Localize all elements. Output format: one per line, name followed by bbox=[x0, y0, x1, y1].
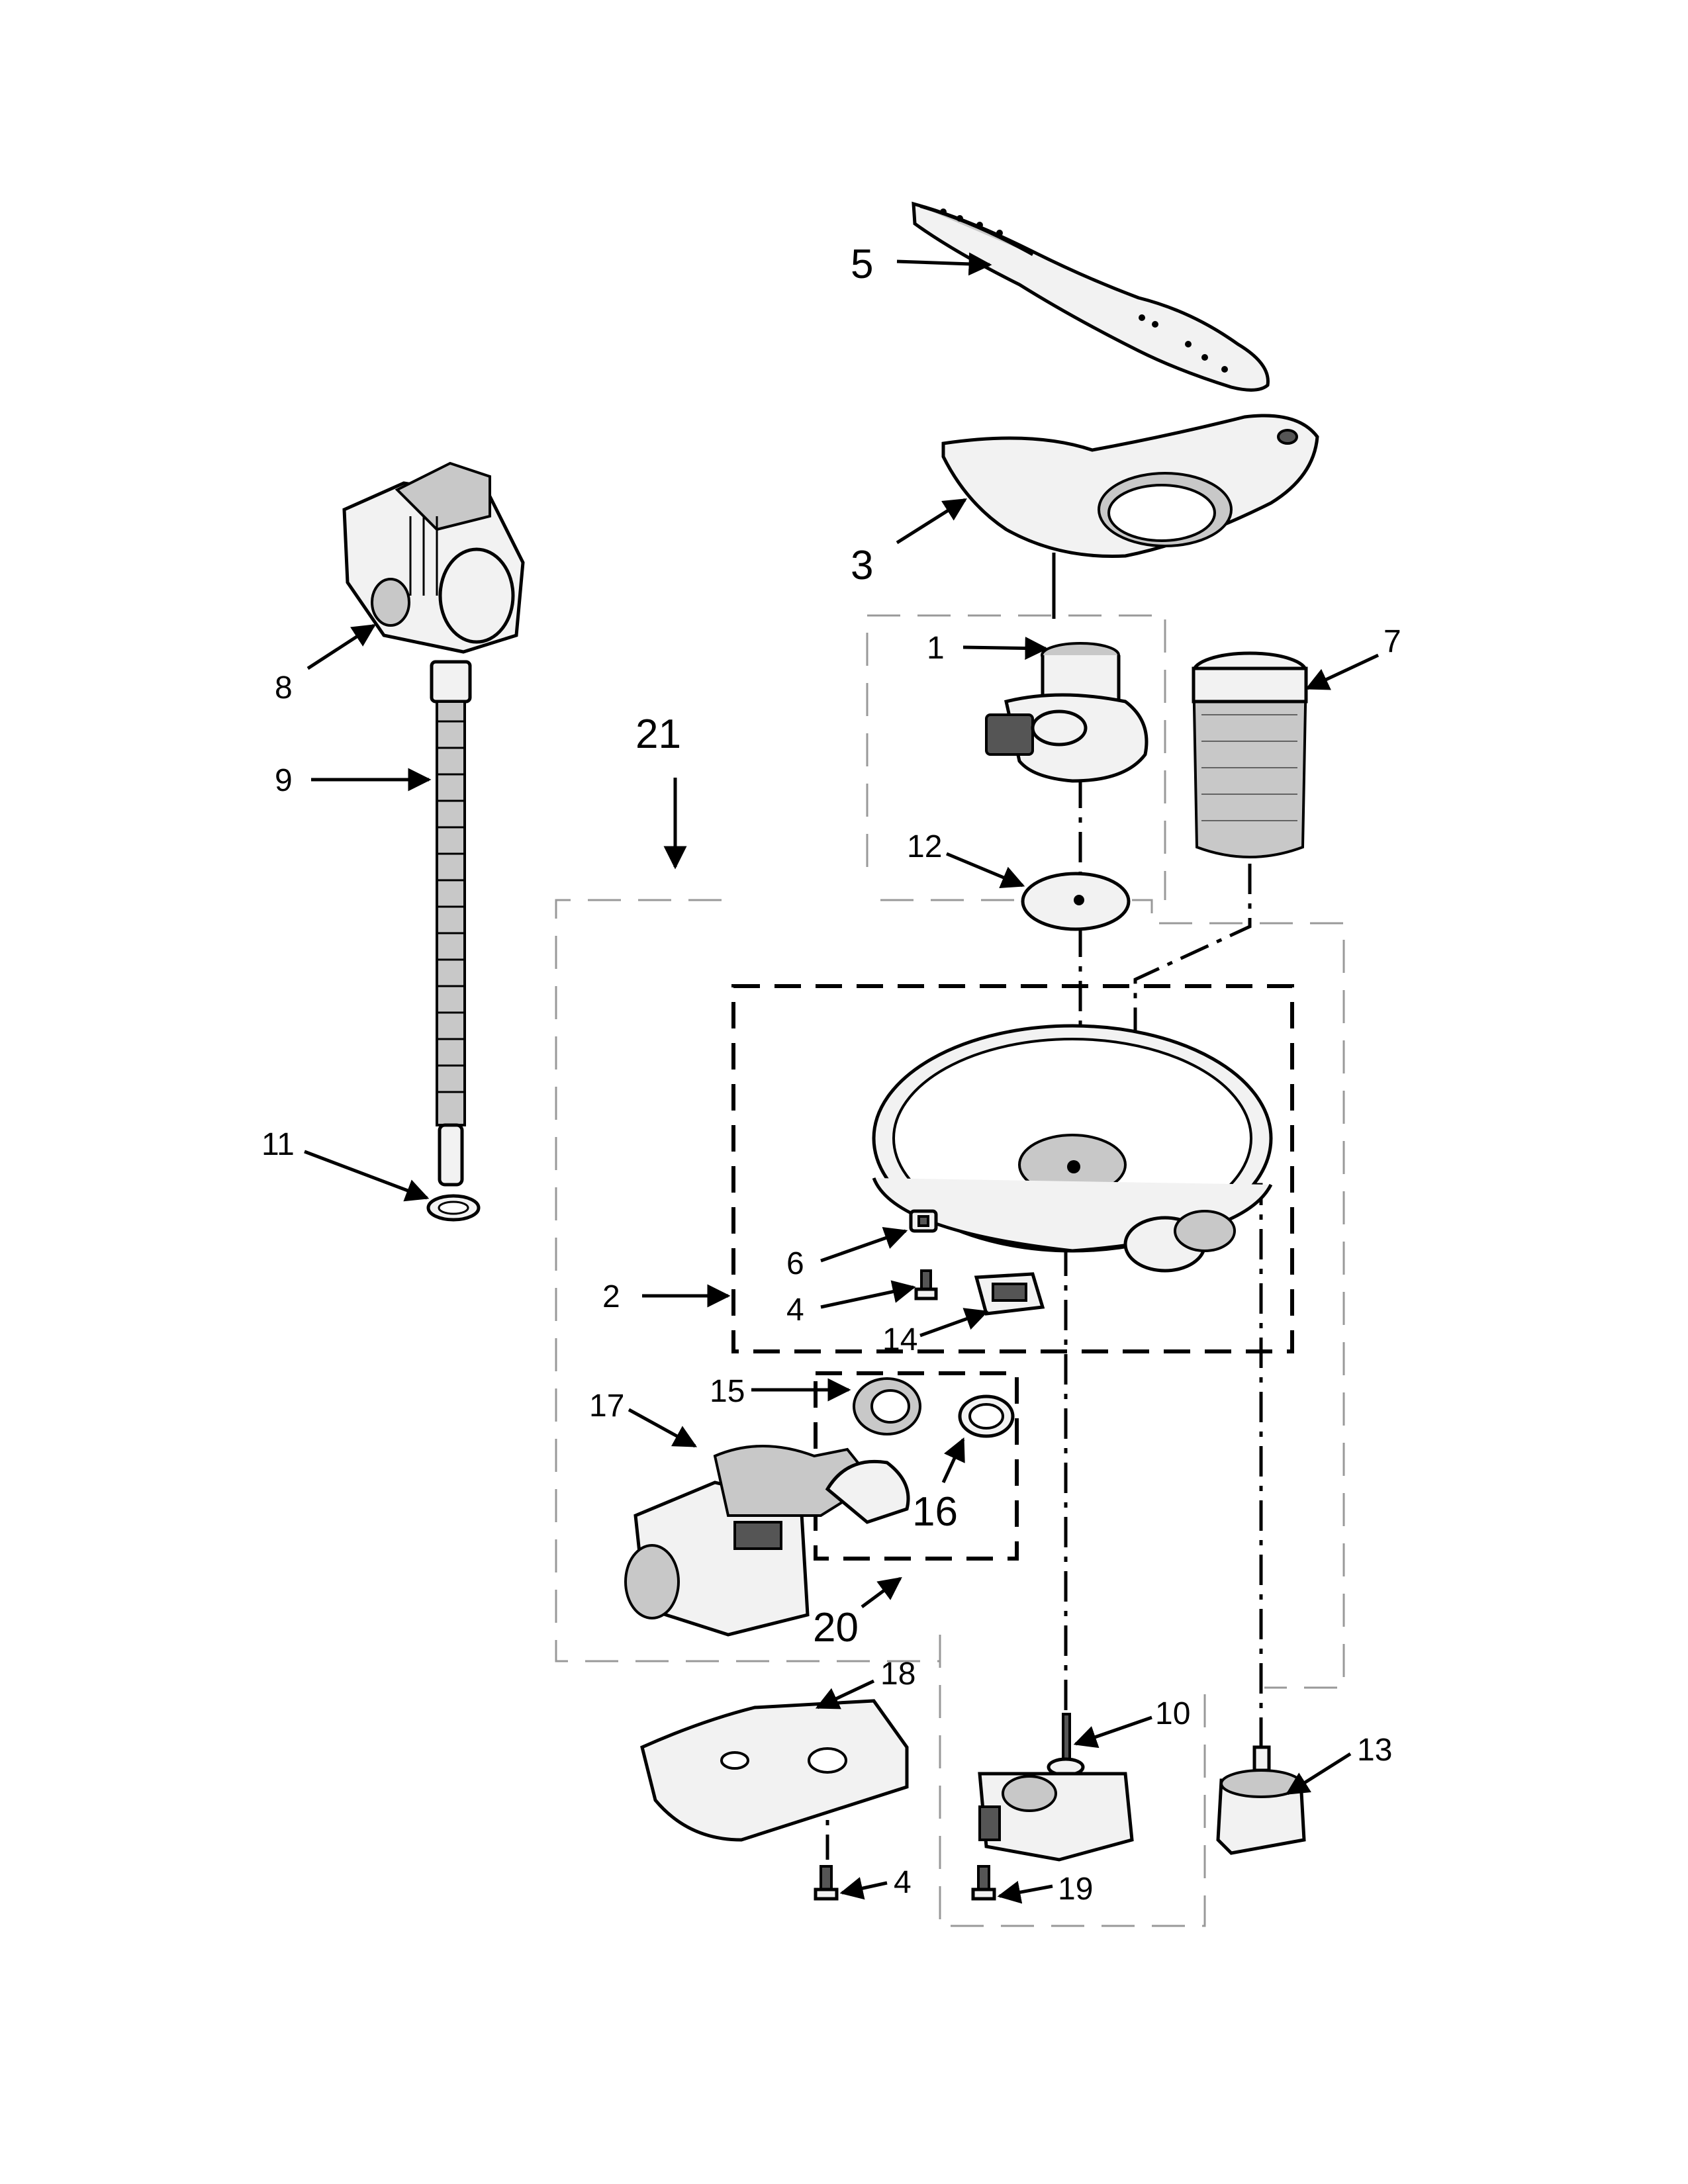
callout-8: 8 bbox=[275, 670, 293, 705]
item-2-box bbox=[731, 984, 1294, 1353]
callout-3: 3 bbox=[851, 543, 873, 588]
item-1-diverter[interactable] bbox=[985, 642, 1149, 783]
leader-10 bbox=[1073, 1715, 1152, 1749]
item-11-hose-clamp[interactable] bbox=[426, 1194, 481, 1222]
centerline-2-13 bbox=[1251, 1183, 1263, 1747]
leader-5 bbox=[896, 252, 992, 276]
callout-21: 21 bbox=[635, 711, 681, 757]
item-7-filter-basket[interactable] bbox=[1192, 651, 1308, 858]
leader-arrows bbox=[304, 252, 1380, 1904]
callout-7: 7 bbox=[1383, 624, 1401, 659]
callout-15: 15 bbox=[710, 1374, 745, 1409]
leader-3 bbox=[896, 498, 967, 545]
callout-19: 19 bbox=[1058, 1872, 1093, 1907]
leader-1 bbox=[962, 636, 1049, 660]
item-5-spray-arm[interactable] bbox=[912, 201, 1270, 392]
item-14-connector[interactable] bbox=[974, 1272, 1045, 1316]
item-15-seal[interactable] bbox=[853, 1377, 921, 1435]
item-17-pump-motor[interactable] bbox=[624, 1445, 910, 1637]
callout-13: 13 bbox=[1357, 1733, 1392, 1768]
item-9-drain-hose[interactable] bbox=[430, 660, 472, 1187]
callout-17: 17 bbox=[589, 1388, 624, 1424]
item-12-gasket[interactable] bbox=[1021, 872, 1131, 931]
leader-12 bbox=[946, 852, 1025, 889]
leader-13 bbox=[1286, 1752, 1352, 1796]
callout-18: 18 bbox=[880, 1657, 915, 1692]
callout-20: 20 bbox=[813, 1605, 859, 1651]
leader-14 bbox=[919, 1308, 989, 1338]
item-19-screw[interactable] bbox=[971, 1865, 996, 1901]
leader-4a bbox=[820, 1280, 916, 1309]
item-6-clip[interactable] bbox=[909, 1209, 938, 1233]
item-2-sump[interactable] bbox=[872, 1024, 1273, 1273]
callout-12: 12 bbox=[907, 829, 942, 864]
leader-4b bbox=[839, 1877, 888, 1900]
callout-9: 9 bbox=[275, 763, 293, 798]
item-8-drain-pump[interactable] bbox=[342, 461, 525, 654]
leader-16 bbox=[941, 1437, 965, 1484]
callout-4a: 4 bbox=[786, 1293, 804, 1328]
callout-11: 11 bbox=[261, 1127, 295, 1162]
item-3-filter-cover[interactable] bbox=[941, 414, 1319, 558]
item-16-clamp[interactable] bbox=[958, 1394, 1015, 1438]
callout-6: 6 bbox=[786, 1246, 804, 1281]
leader-17 bbox=[628, 1408, 698, 1448]
item-13-sensor[interactable] bbox=[1216, 1745, 1306, 1855]
item-1-group-border bbox=[866, 614, 1166, 900]
callout-5: 5 bbox=[851, 242, 873, 287]
item-4-screw-lower[interactable] bbox=[814, 1865, 839, 1901]
item-10-group-border bbox=[939, 1635, 1206, 1927]
callout-1: 1 bbox=[927, 631, 945, 666]
leader-8 bbox=[306, 623, 376, 670]
leader-20 bbox=[861, 1576, 902, 1609]
callout-2: 2 bbox=[602, 1279, 620, 1314]
callout-10: 10 bbox=[1155, 1696, 1190, 1731]
leader-19 bbox=[997, 1880, 1053, 1904]
assembly-21-border-right bbox=[880, 899, 1345, 1689]
leader-18 bbox=[815, 1679, 875, 1709]
item-4-screw-upper[interactable] bbox=[914, 1269, 938, 1300]
leader-6 bbox=[820, 1226, 908, 1263]
callout-4b: 4 bbox=[894, 1865, 912, 1900]
callout-labels: 5 3 1 7 8 9 21 12 11 2 6 4 14 15 17 16 2… bbox=[261, 242, 1401, 1907]
item-10-valve[interactable] bbox=[978, 1713, 1134, 1862]
callout-16: 16 bbox=[912, 1489, 958, 1535]
leader-11 bbox=[304, 1150, 430, 1202]
item-18-cover[interactable] bbox=[640, 1699, 909, 1842]
leader-7 bbox=[1305, 653, 1380, 690]
callout-14: 14 bbox=[882, 1322, 917, 1357]
